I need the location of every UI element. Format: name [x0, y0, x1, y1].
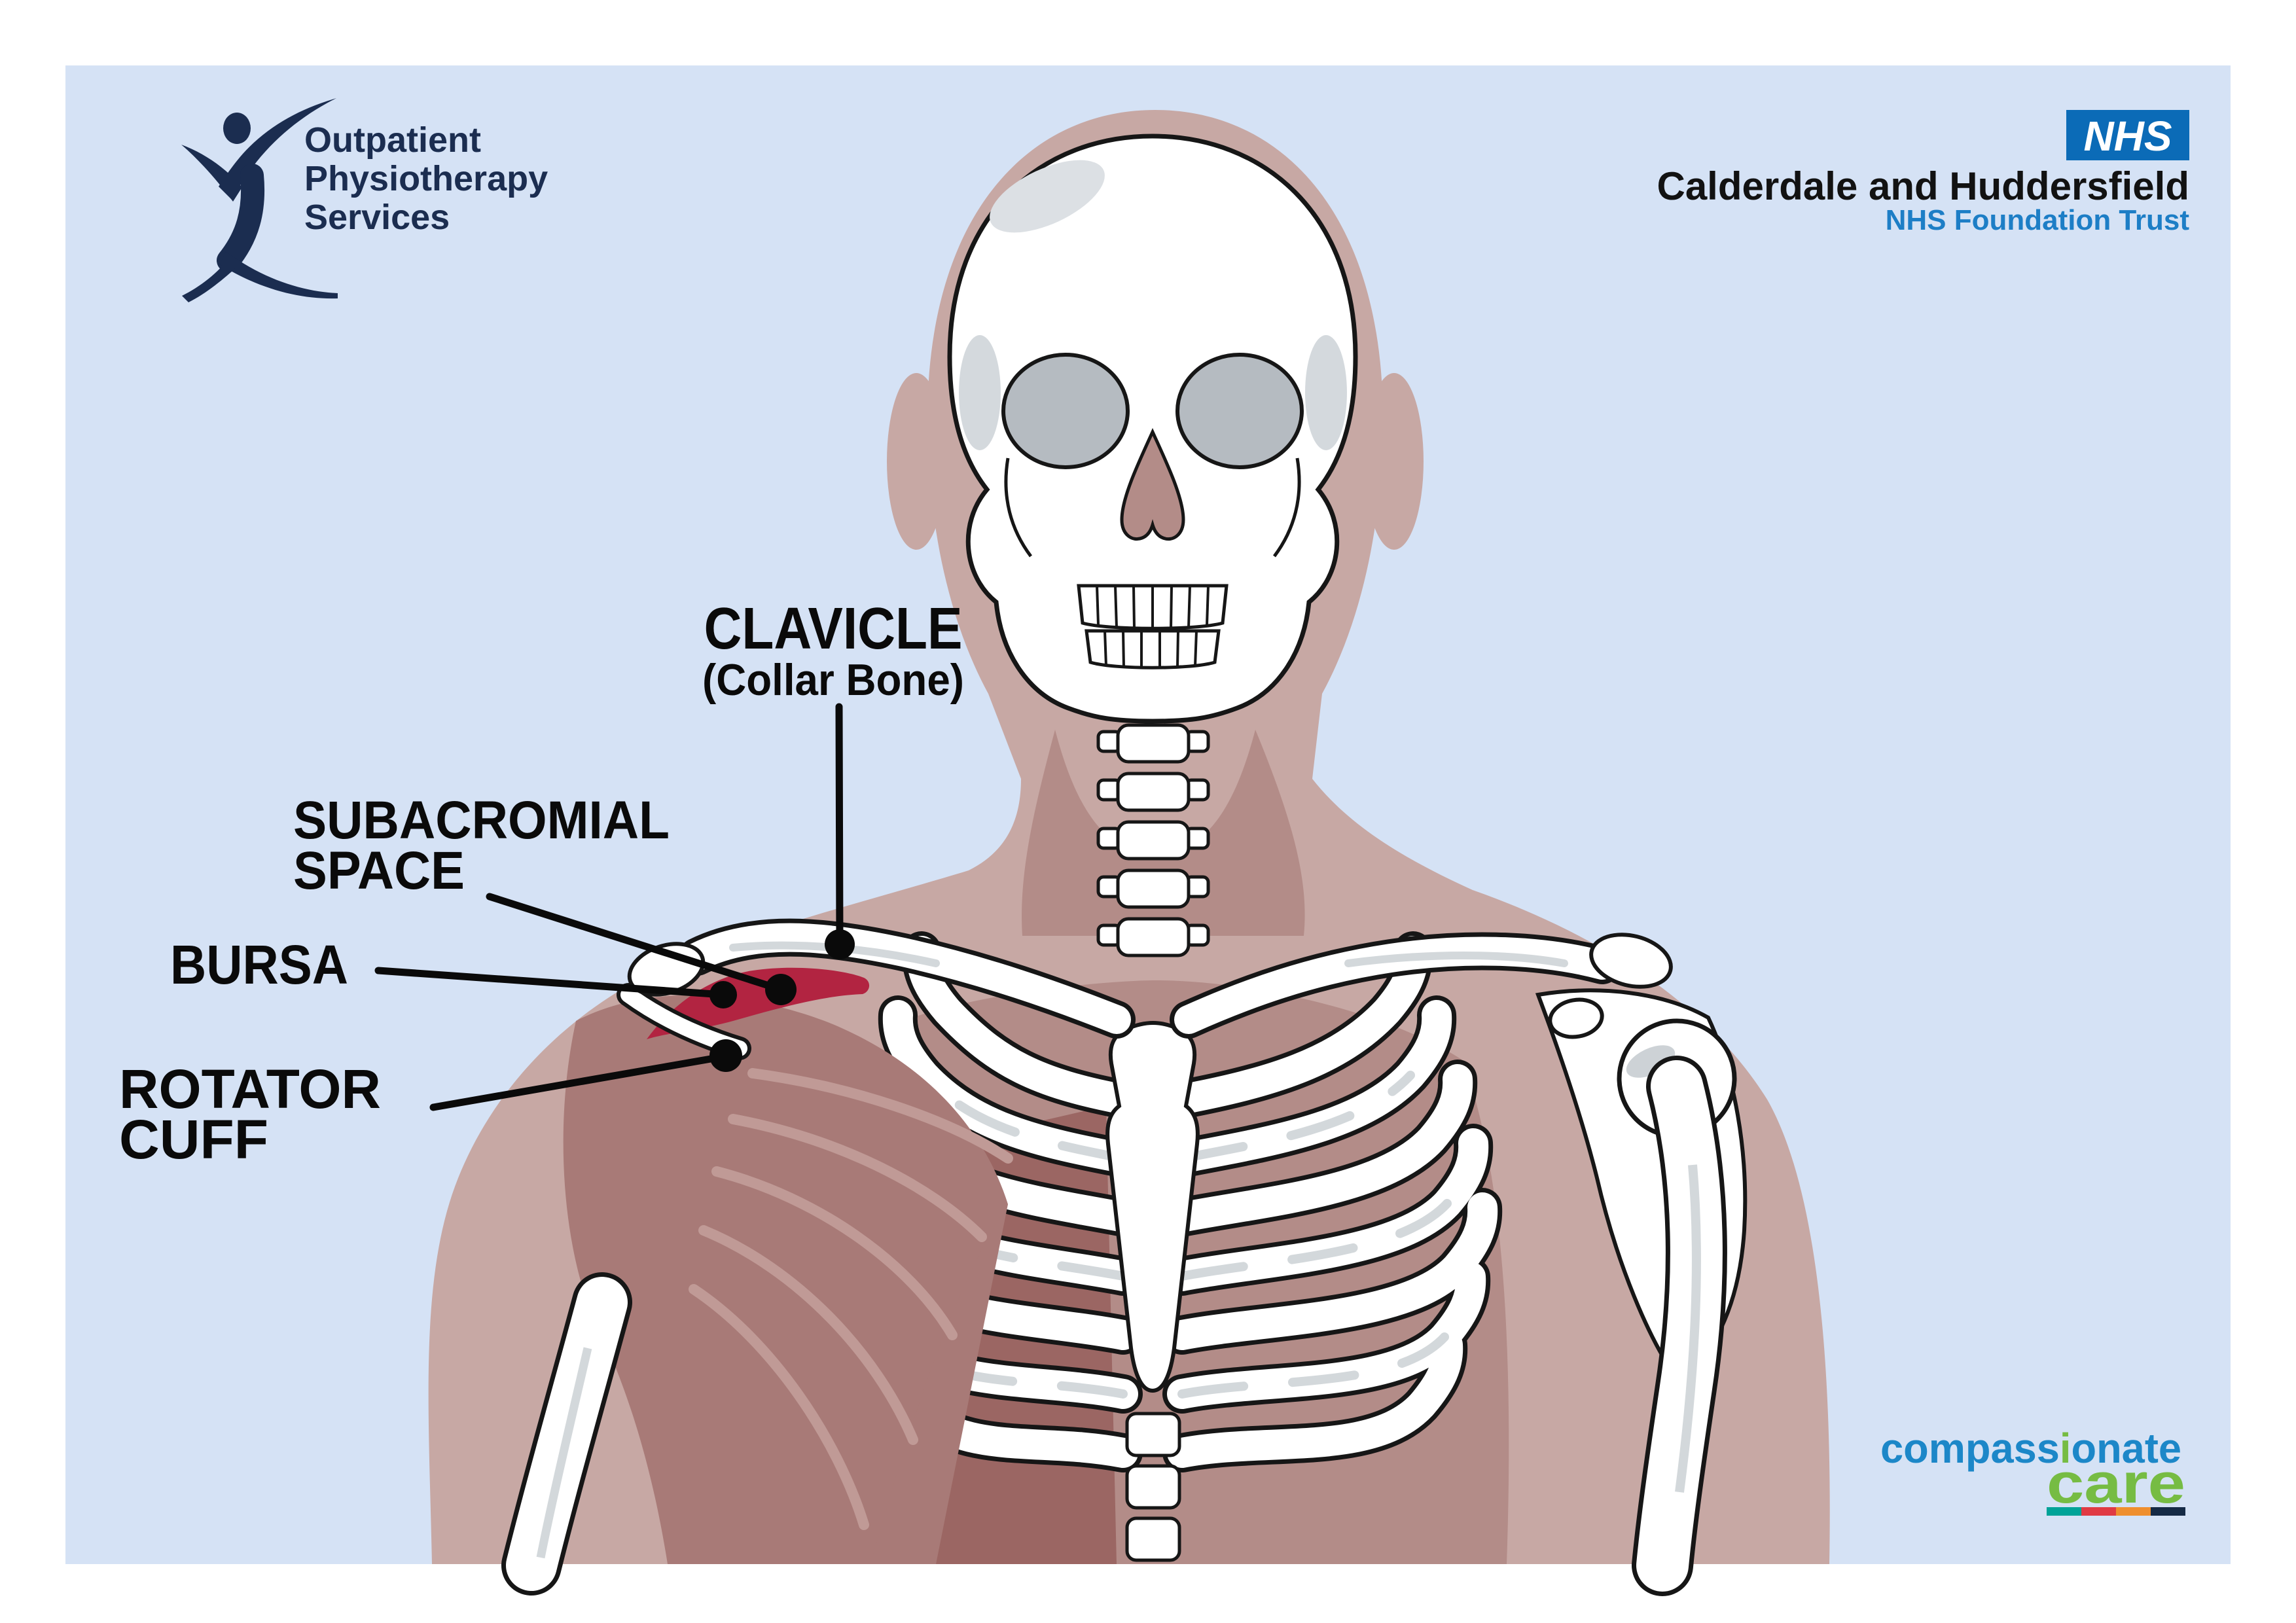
dot-subacromial	[765, 974, 797, 1005]
nhs-logo-acronym: NHS	[2083, 113, 2172, 160]
label-clavicle: CLAVICLE	[704, 596, 963, 662]
muscle-striations	[689, 1068, 1013, 1530]
leader-clavicle	[835, 703, 844, 946]
humerus-left	[501, 1272, 632, 1596]
lower-spine	[1125, 1412, 1181, 1562]
eye-socket-left	[1001, 353, 1130, 469]
skull-sheen	[990, 160, 1105, 233]
nhs-trust-name: Calderdale and Huddersfield	[1657, 164, 2189, 208]
cc-word-compassionate: compassionate	[1880, 1425, 2181, 1472]
compassionate-care-logo: compassionate care	[1880, 1425, 2185, 1516]
leader-dots	[709, 929, 855, 1072]
ribs-right	[1162, 931, 1503, 1472]
nhs-logo: NHS Calderdale and Huddersfield NHS Foun…	[1657, 110, 2189, 236]
label-subacromial-1: SUBACROMIAL	[293, 791, 670, 850]
leader-rotator	[429, 1052, 730, 1111]
cc-part-i: i	[2060, 1425, 2072, 1472]
coracoid-right	[1548, 997, 1604, 1039]
clavicle-right-bone	[1170, 932, 1621, 1039]
dot-rotator	[709, 1039, 742, 1072]
dot-bursa	[709, 981, 737, 1008]
cc-part-compass: compass	[1880, 1425, 2060, 1472]
rotator-cuff-muscle	[563, 995, 1013, 1564]
label-clavicle-sub: (Collar Bone)	[702, 655, 964, 705]
neck-shadow	[1022, 730, 1305, 936]
eye-socket-right	[1175, 353, 1304, 469]
nhs-trust-subtitle: NHS Foundation Trust	[1886, 204, 2190, 236]
cc-part-onate: onate	[2071, 1425, 2181, 1472]
dot-clavicle	[825, 929, 855, 959]
label-bursa: BURSA	[170, 934, 348, 995]
cc-color-bar	[2047, 1507, 2185, 1516]
leader-bursa	[374, 967, 727, 999]
cervical-spine	[1096, 723, 1210, 957]
label-subacromial-2: SPACE	[293, 841, 465, 901]
physio-figure-icon	[181, 98, 338, 302]
leader-lines	[374, 703, 844, 1111]
label-rotator-1: ROTATOR	[119, 1058, 381, 1120]
leader-subacromial	[486, 893, 785, 993]
physio-logo-line3: Services	[304, 198, 450, 237]
nasal-aperture	[1120, 428, 1185, 541]
physio-logo-line2: Physiotherapy	[304, 159, 548, 198]
nhs-logo-box	[2066, 110, 2189, 160]
humerus-right	[1617, 1018, 1737, 1596]
acromion-right	[1589, 933, 1673, 989]
physio-logo: Outpatient Physiotherapy Services	[181, 98, 548, 302]
cc-word-care: care	[2047, 1452, 2185, 1515]
skull	[947, 134, 1358, 724]
bursa-region	[647, 967, 870, 1039]
label-rotator-2: CUFF	[119, 1109, 268, 1170]
physio-logo-line1: Outpatient	[304, 120, 481, 160]
anatomy-labels: CLAVICLE (Collar Bone) SUBACROMIAL SPACE…	[119, 596, 964, 1170]
